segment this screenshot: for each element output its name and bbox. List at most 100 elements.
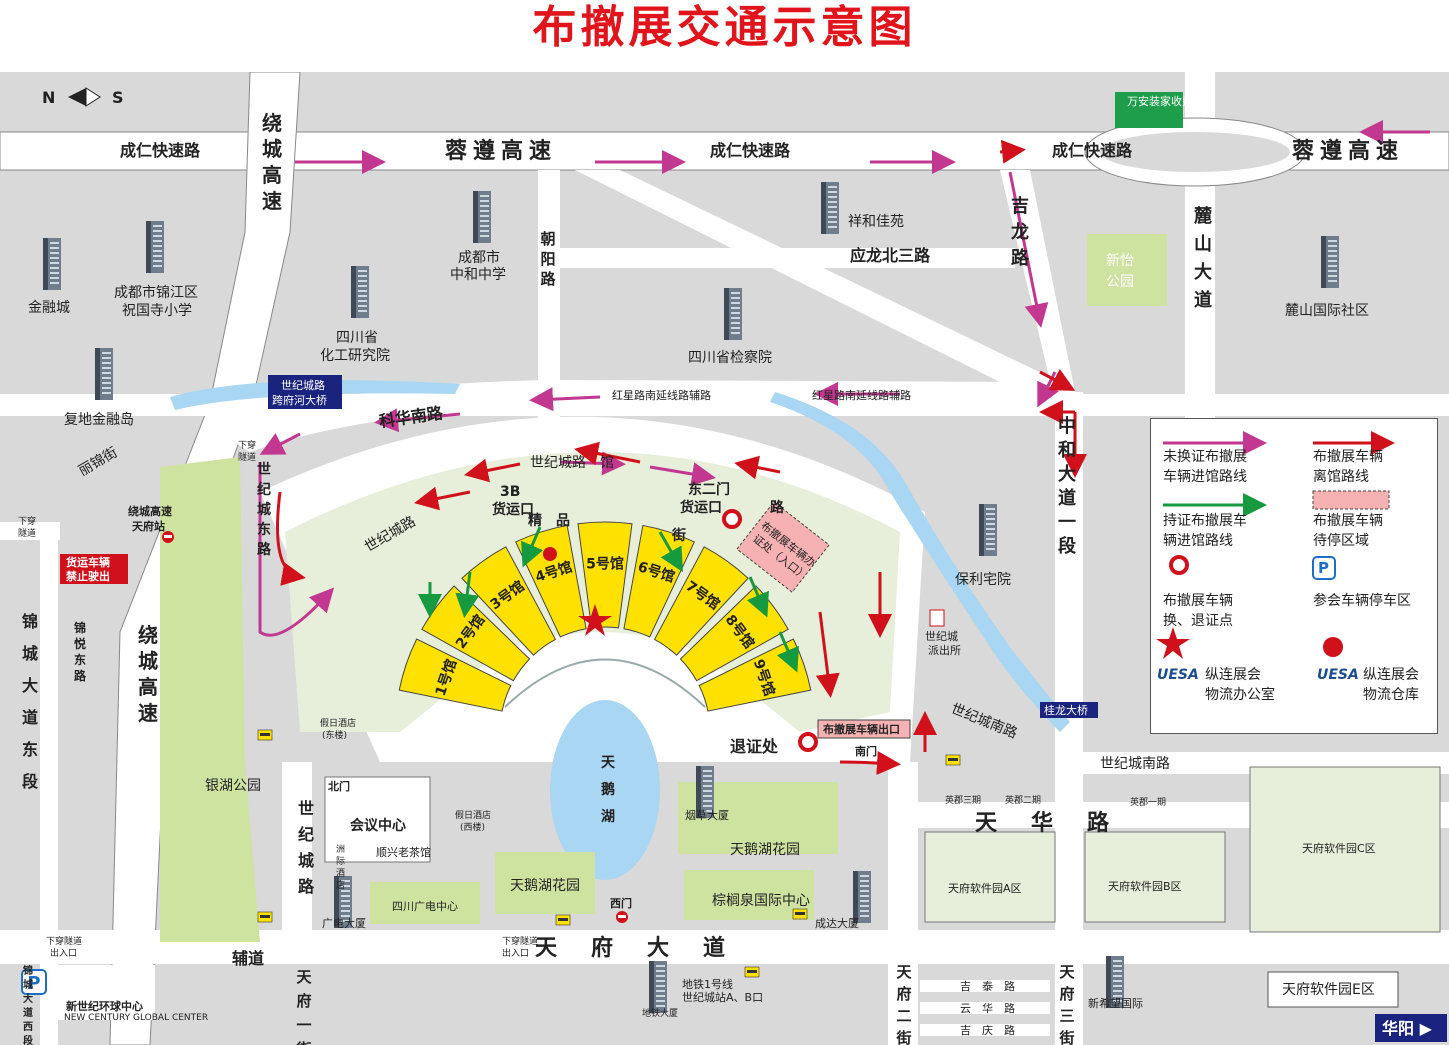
place-guilong: 桂龙大桥 xyxy=(1044,703,1088,717)
road-jie: 街 xyxy=(671,527,686,544)
road-rongzun-left: 蓉遵高速 xyxy=(445,138,557,164)
parking-letter: P xyxy=(27,973,40,994)
xiachuan-2: 隧道 xyxy=(18,527,36,539)
star-icon xyxy=(578,604,612,636)
zhouji-4: 店 xyxy=(336,879,345,891)
legend: 未换证布撤展 车辆进馆路线 布撤展车辆 离馆路线 持证布撤展车 辆进馆路线 布撤… xyxy=(1150,418,1438,734)
bridge-2: 跨府河大桥 xyxy=(272,393,327,407)
compass-s: S xyxy=(112,88,124,107)
place-jinjiang-2: 祝国寺小学 xyxy=(122,303,192,319)
jiari-west-1: 假日酒店 xyxy=(455,809,491,821)
place-fudi: 复地金融岛 xyxy=(64,411,134,428)
legend-unexchanged-1: 未换证布撤展 xyxy=(1163,449,1247,465)
huoyun-kou: 货运口 xyxy=(491,501,534,518)
freight-1: 货运车辆 xyxy=(65,555,110,569)
road-jitai: 吉 泰 路 xyxy=(960,979,1015,993)
lake-3: 湖 xyxy=(601,809,615,825)
legend-warehouse-logo: UESA xyxy=(1317,667,1359,683)
global-center-en: NEW CENTURY GLOBAL CENTER xyxy=(64,1013,208,1023)
dongermen-2: 货运口 xyxy=(679,499,722,516)
road-vertical-raocheng-top: 绕城高速 xyxy=(262,111,282,213)
metro-1: 地铁1号线 xyxy=(682,977,733,991)
guangdian-tower: 广电大厦 xyxy=(322,916,366,930)
xiachuan-out-2: 出入口 xyxy=(50,947,77,959)
road-chengren-mid: 成仁快速路 xyxy=(710,141,791,160)
bus-stop-icon xyxy=(945,754,961,766)
building-icon xyxy=(146,221,164,273)
legend-office-logo: UESA xyxy=(1157,667,1199,683)
road-hongxing-2: 红星路南延线路辅路 xyxy=(812,388,911,402)
legend-leave-1: 布撤展车辆 xyxy=(1313,449,1383,465)
hall-3 xyxy=(461,546,557,656)
tiane-garden-2: 天鹅湖花园 xyxy=(730,841,800,858)
place-zhonghe-school-2: 中和中学 xyxy=(450,267,506,283)
bus-stop-icon xyxy=(744,966,760,978)
road-vertical-tianfu-1: 天府一街 xyxy=(295,968,312,1045)
legend-exchange-1: 布撤展车辆 xyxy=(1163,593,1233,609)
place-zonglv: 棕榈泉国际中心 xyxy=(712,892,810,909)
jiari-east-2: (东楼) xyxy=(322,729,347,741)
shunxing-label: 顺兴老茶馆 xyxy=(376,845,431,859)
bus-stop-icon xyxy=(792,908,808,920)
place-huagong-1: 四川省 xyxy=(336,330,378,346)
place-xianghe: 祥和佳苑 xyxy=(848,214,904,230)
place-jinjiang-1: 成都市锦江区 xyxy=(114,284,198,301)
tiane-lake xyxy=(550,700,660,880)
xiachuan-1: 下穿 xyxy=(18,515,36,527)
xiachuan-out-4: 出入口 xyxy=(502,947,529,959)
page-title: 布撤展交通示意图 xyxy=(532,2,917,53)
legend-unexchanged-2: 车辆进馆路线 xyxy=(1163,469,1247,485)
guangdian-center: 四川广电中心 xyxy=(392,900,458,913)
place-zhonghe-school-1: 成都市 xyxy=(458,249,500,266)
road-tianhua: 天 华 路 xyxy=(975,810,1115,836)
road-vertical-jilong: 吉龙路 xyxy=(1011,195,1030,269)
road-vertical-jincheng-dong: 锦城大道东段 xyxy=(22,612,39,791)
huiyi-label: 会议中心 xyxy=(350,817,406,834)
place-lushan: 麓山国际社区 xyxy=(1285,303,1369,319)
global-center: 新世纪环球中心 xyxy=(66,999,143,1013)
hall-label-5: 5号馆 xyxy=(586,556,624,573)
road-vertical-tianfu-2: 天府二街 xyxy=(895,963,912,1045)
xiachuan-3: 下穿 xyxy=(238,439,256,451)
road-shiji-nan-2: 世纪城南路 xyxy=(1100,756,1170,772)
lake-1: 天 xyxy=(601,755,616,771)
compass-n: N xyxy=(42,88,55,107)
raocheng-station-1: 绕城高速 xyxy=(128,504,172,518)
road-vertical-chaoyang: 朝阳路 xyxy=(540,230,556,288)
zhouji-1: 洲 xyxy=(336,844,345,855)
road-yunhua: 云 华 路 xyxy=(960,1001,1015,1015)
exit-label: 布撤展车辆出口 xyxy=(823,722,900,736)
tuizheng-label: 退证处 xyxy=(730,737,779,756)
legend-parking: 参会车辆停车区 xyxy=(1313,593,1411,609)
place-park-a: 天府软件园A区 xyxy=(948,881,1022,895)
road-vertical-zhonghe-1: 中和大道一段 xyxy=(1058,415,1077,557)
legend-warehouse-1: 纵连展会 xyxy=(1363,667,1419,683)
zhouji-3: 酒 xyxy=(336,868,345,879)
legend-office-1: 纵连展会 xyxy=(1205,667,1261,683)
road-tianfu-avenue: 天 府 大 道 xyxy=(535,935,731,961)
bridge-1: 世纪城路 xyxy=(281,379,325,392)
road-hongxing-1: 红星路南延线路辅路 xyxy=(612,388,711,402)
road-vertical-tianfu-3: 天府三街 xyxy=(1058,963,1075,1045)
paichusuo-1: 世纪城 xyxy=(925,630,958,643)
legend-warehouse-2: 物流仓库 xyxy=(1363,687,1419,703)
beimen-label: 北门 xyxy=(328,779,350,793)
road-yinglong: 应龙北三路 xyxy=(850,246,931,265)
road-shiji-guan: 世纪城路 馆 xyxy=(530,455,614,471)
road-vertical-lushan: 麓山大道 xyxy=(1193,206,1213,311)
dongermen-1: 东二门 xyxy=(688,481,730,498)
yinhu-park xyxy=(160,457,260,942)
xiachuan-4: 隧道 xyxy=(238,451,256,463)
place-xinyi-2: 公园 xyxy=(1106,274,1134,290)
building-icon xyxy=(853,871,871,923)
legend-parking-letter: P xyxy=(1318,559,1329,577)
building-icon xyxy=(43,238,61,290)
hall-1 xyxy=(398,638,512,712)
place-yinhu: 银湖公园 xyxy=(205,778,261,794)
road-vertical-shiji-dong: 世纪城东路 xyxy=(257,461,272,558)
place-yingjun-1: 英郡一期 xyxy=(1130,796,1166,808)
police-icon xyxy=(929,609,945,627)
jiari-east-1: 假日酒店 xyxy=(320,717,356,729)
building-icon xyxy=(1321,236,1339,288)
